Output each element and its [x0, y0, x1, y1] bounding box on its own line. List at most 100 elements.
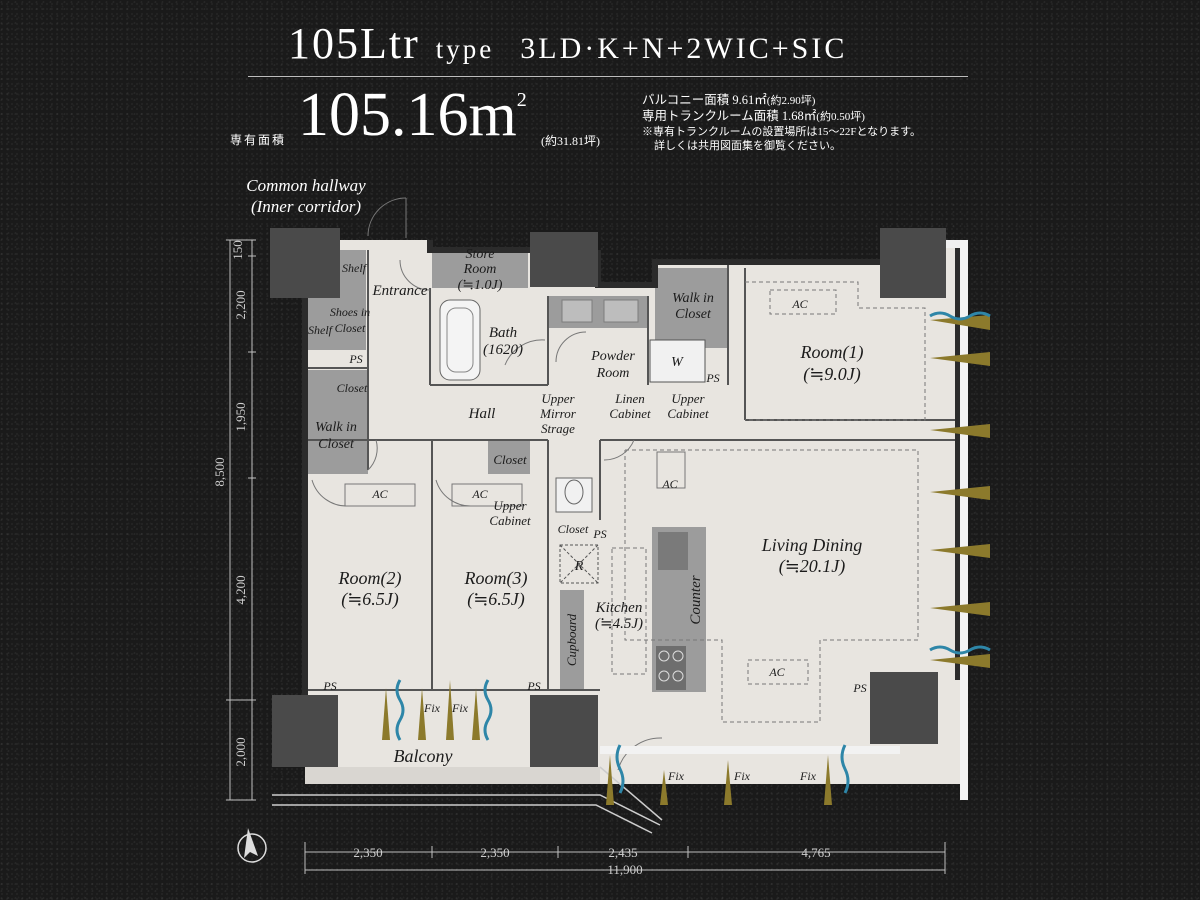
- label-ps-room2: PS: [322, 679, 336, 693]
- column-se: [870, 672, 938, 744]
- interior-walls: [305, 250, 955, 691]
- bottom-dimension-labels: 2,350 2,350 2,435 4,765 11,900: [353, 845, 830, 877]
- label-store-room-2: Room: [463, 262, 497, 277]
- trunk-area-tsubo: (約0.50坪): [816, 111, 865, 123]
- column-s: [530, 695, 598, 767]
- fridge: [559, 544, 599, 584]
- label-kitchen-size: (≒4.5J): [595, 616, 643, 632]
- type-code: 105Ltr: [288, 19, 420, 68]
- area-value: 105.16m2: [298, 84, 527, 146]
- area-tsubo: (約31.81坪): [541, 134, 600, 148]
- store-room-fill: [432, 250, 528, 288]
- label-ps-kitchen: PS: [592, 527, 606, 541]
- header-divider: [248, 76, 968, 77]
- walk-in-closet-1-fill: [655, 268, 727, 348]
- label-fix-1: Fix: [423, 701, 441, 715]
- label-ps-entrance: PS: [348, 352, 362, 366]
- dim-bottom-4: 4,765: [801, 845, 830, 860]
- area-number: 105.16: [298, 81, 469, 149]
- label-powder: Powder: [590, 349, 635, 364]
- label-fix-4: Fix: [733, 769, 751, 783]
- label-ac-ld-bottom: AC: [768, 665, 785, 679]
- label-ps-living: PS: [852, 681, 866, 695]
- label-kitchen: Kitchen: [595, 600, 643, 616]
- label-wic-1a: Walk in: [672, 291, 714, 306]
- label-washer: W: [671, 355, 684, 370]
- label-balcony: Balcony: [394, 746, 453, 766]
- label-upper-mirror-1: Upper: [541, 391, 575, 406]
- label-closet-small: Closet: [558, 522, 589, 536]
- label-living-dining-size: (≒20.1J): [779, 556, 846, 577]
- label-room2: Room(2): [338, 568, 402, 589]
- label-room3: Room(3): [464, 568, 528, 589]
- dim-bottom-total: 11,900: [607, 862, 642, 877]
- balcony-area-label: バルコニー面積: [642, 93, 730, 107]
- dim-left-1950: 1,950: [233, 402, 248, 431]
- label-ac-room3: AC: [471, 487, 488, 501]
- label-bath-size: (1620): [483, 342, 523, 358]
- columns: [270, 228, 946, 767]
- label-entrance: Entrance: [372, 283, 428, 299]
- washer: [649, 339, 706, 383]
- trunk-note-1: ※専有トランクルームの設置場所は15～22Fとなります。: [642, 126, 922, 138]
- label-fix-5: Fix: [799, 769, 817, 783]
- label-upper-cabinet-2: Cabinet: [667, 406, 709, 421]
- label-fix-2: Fix: [451, 701, 469, 715]
- dim-bottom-2: 2,350: [480, 845, 509, 860]
- door-swings: [311, 197, 686, 771]
- area-label: 専有面積: [230, 133, 287, 147]
- trunk-area-value: 1.68㎡: [781, 109, 817, 123]
- dim-bottom-3: 2,435: [608, 845, 637, 860]
- label-wic-1b: Closet: [675, 307, 712, 322]
- dashed-outlines: [611, 281, 926, 723]
- label-shoes-in: Shoes in: [330, 305, 370, 319]
- balcony-area-tsubo: (約2.90坪): [766, 95, 816, 107]
- column-nw: [270, 228, 340, 298]
- label-upper-cabinet-b2: Cabinet: [489, 513, 531, 528]
- column-ne: [880, 228, 946, 298]
- dim-left-4200: 4,200: [233, 575, 248, 604]
- label-common-hallway: Common hallway: [246, 176, 366, 195]
- label-bath: Bath: [489, 325, 517, 341]
- label-room1-size: (≒9.0J): [803, 364, 861, 385]
- label-upper-cabinet-1: Upper: [671, 391, 705, 406]
- label-powder-room: Room: [596, 366, 630, 381]
- label-room3-size: (≒6.5J): [467, 589, 525, 610]
- label-store-room-size: (≒1.0J): [458, 278, 503, 293]
- label-wic-2a: Walk in: [315, 420, 357, 435]
- dim-left-2200: 2,200: [233, 290, 248, 319]
- bathtub: [439, 299, 481, 381]
- dim-bottom-1: 2,350: [353, 845, 382, 860]
- label-closet-hall: Closet: [493, 452, 527, 467]
- label-store-room: Store: [465, 247, 494, 262]
- area-unit-sup: 2: [516, 89, 527, 111]
- dim-left-2000: 2,000: [233, 737, 248, 766]
- trunk-note-2: 詳しくは共用図面集を御覧ください。: [654, 140, 841, 152]
- dimension-lines: [226, 239, 946, 874]
- label-room1: Room(1): [800, 342, 864, 363]
- cupboard-fill: [560, 590, 584, 690]
- label-linen-2: Cabinet: [609, 406, 651, 421]
- room-labels: Common hallway (Inner corridor) Entrance…: [246, 176, 866, 783]
- label-fridge-r: R: [574, 559, 584, 574]
- trunk-area-line: 専用トランクルーム面積 1.68㎡(約0.50坪): [642, 109, 921, 125]
- balcony-area-value: 9.61㎡: [732, 93, 767, 107]
- north-arrow-icon: [237, 828, 267, 863]
- layout-code: 3LD·K+N+2WIC+SIC: [520, 32, 848, 65]
- label-shelf-left: Shelf: [308, 323, 334, 337]
- closet-fill: [308, 370, 368, 404]
- label-upper-cabinet-b1: Upper: [493, 498, 527, 513]
- label-ac-room1: AC: [791, 297, 808, 311]
- column-n: [530, 232, 598, 287]
- label-room2-size: (≒6.5J): [341, 589, 399, 610]
- dim-left-total: 8,500: [212, 457, 227, 486]
- balcony-area-line: バルコニー面積 9.61㎡(約2.90坪): [642, 93, 921, 109]
- label-closet-entrance: Closet: [337, 381, 368, 395]
- column-sw: [272, 695, 338, 767]
- label-counter: Counter: [688, 575, 704, 624]
- label-linen-1: Linen: [614, 391, 645, 406]
- label-hall: Hall: [468, 406, 496, 422]
- label-upper-mirror-3: Strage: [541, 421, 575, 436]
